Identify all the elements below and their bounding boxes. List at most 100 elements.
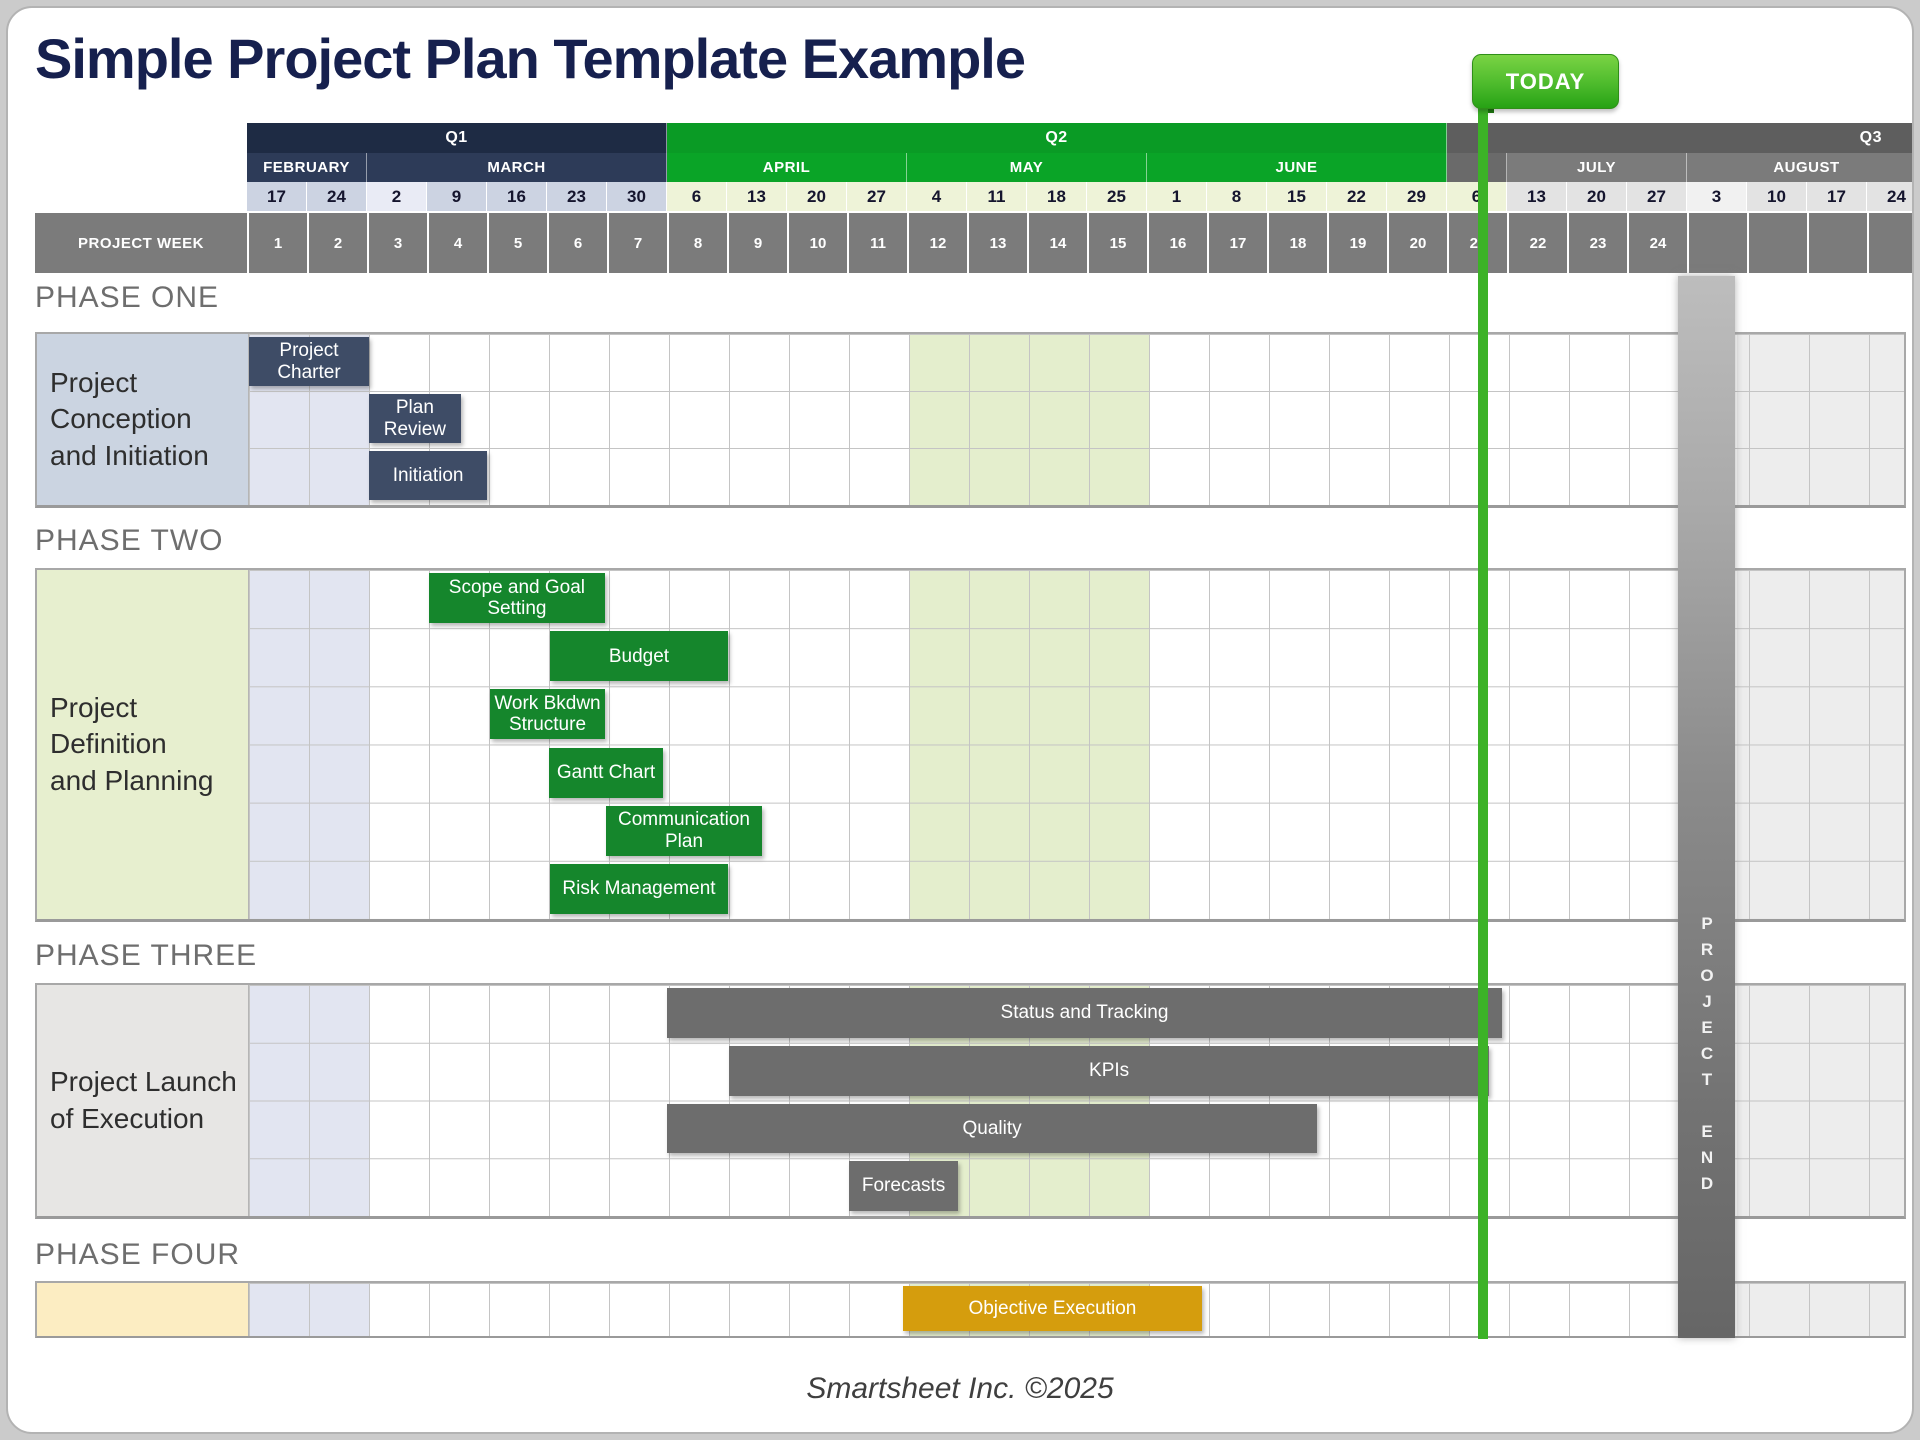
week-cell (1687, 213, 1747, 273)
august-shading (1737, 1283, 1904, 1336)
quarter-cell-Q3: Q3 (1447, 123, 1912, 153)
phase-two-heading: PHASE TWO (35, 524, 224, 557)
february-shading (249, 985, 369, 1216)
task-label: Objective Execution (968, 1297, 1137, 1319)
task-label: Gantt Chart (556, 761, 656, 783)
month-cell-JULY: JULY (1507, 153, 1687, 182)
phase-one-label: Project Conception and Initiation (37, 334, 249, 505)
task-label: Forecasts (861, 1175, 946, 1197)
task-bar: Status and Tracking (667, 988, 1502, 1038)
week-cell (1807, 213, 1867, 273)
week-cell: 6 (547, 213, 607, 273)
task-bar: Risk Management (550, 863, 728, 914)
date-cell: 27 (847, 182, 907, 211)
week-cell: 14 (1027, 213, 1087, 273)
week-cell: 7 (607, 213, 667, 273)
week-cell: 22 (1507, 213, 1567, 273)
quarter-cell-Q2: Q2 (667, 123, 1447, 153)
project-end-label: PROJECT END (1697, 914, 1717, 1200)
week-cell: 17 (1207, 213, 1267, 273)
month-cell-MAY: MAY (907, 153, 1147, 182)
footer-credit: Smartsheet Inc. ©2025 (806, 1372, 1114, 1405)
date-cell: 10 (1747, 182, 1807, 211)
week-cell: 9 (727, 213, 787, 273)
date-cell: 11 (967, 182, 1027, 211)
phase-four-label (37, 1283, 249, 1336)
task-label: Communication Plan (618, 809, 750, 852)
week-cell: 20 (1387, 213, 1447, 273)
february-shading (249, 1283, 369, 1336)
date-cell: 6 (1447, 182, 1507, 211)
date-cell: 18 (1027, 182, 1087, 211)
date-cell: 20 (1567, 182, 1627, 211)
task-label: Project Charter (277, 340, 341, 383)
date-cell: 13 (1507, 182, 1567, 211)
task-bar: Project Charter (249, 337, 369, 386)
date-cell: 29 (1387, 182, 1447, 211)
phase-four-table: Objective Execution (35, 1281, 1906, 1338)
date-cell: 23 (547, 182, 607, 211)
date-cell: 15 (1267, 182, 1327, 211)
task-label: Quality (962, 1117, 1022, 1139)
date-cell: 22 (1327, 182, 1387, 211)
phase-three-heading: PHASE THREE (35, 939, 258, 972)
task-label: Initiation (392, 464, 464, 486)
week-cell: 12 (907, 213, 967, 273)
phase-one-table: Project Conception and Initiation Projec… (35, 332, 1906, 508)
phase-three-table: Project Launch of Execution Status and T… (35, 983, 1906, 1219)
week-cell: 1 (247, 213, 307, 273)
date-cell: 16 (487, 182, 547, 211)
date-cell: 24 (1867, 182, 1912, 211)
week-cell: 2 (307, 213, 367, 273)
task-label: KPIs (1089, 1059, 1130, 1081)
month-cell-FEBRUARY: FEBRUARY (247, 153, 367, 182)
task-bar: Initiation (369, 451, 488, 500)
date-cell: 25 (1087, 182, 1147, 211)
august-shading (1737, 570, 1904, 919)
may-shading (909, 570, 1149, 919)
phase-four-heading: PHASE FOUR (35, 1238, 241, 1271)
month-cell-MARCH: MARCH (367, 153, 667, 182)
task-bar: Forecasts (849, 1161, 959, 1211)
date-cell: 4 (907, 182, 967, 211)
month-cell-blank (1447, 153, 1507, 182)
task-label: Status and Tracking (1000, 1002, 1169, 1024)
page-title: Simple Project Plan Template Example (35, 27, 1026, 90)
task-bar: Scope and Goal Setting (429, 573, 605, 624)
project-week-label: PROJECT WEEK (35, 213, 247, 273)
week-cell: 19 (1327, 213, 1387, 273)
week-cell: 18 (1267, 213, 1327, 273)
date-cell: 1 (1147, 182, 1207, 211)
project-end-bar: PROJECT END (1678, 276, 1735, 1338)
date-cell: 27 (1627, 182, 1687, 211)
week-cell: 4 (427, 213, 487, 273)
date-cell: 20 (787, 182, 847, 211)
task-bar: Quality (667, 1103, 1317, 1154)
week-cell: 15 (1087, 213, 1147, 273)
week-cell: 8 (667, 213, 727, 273)
task-label: Scope and Goal Setting (448, 576, 586, 620)
date-cell: 9 (427, 182, 487, 211)
week-cell: 16 (1147, 213, 1207, 273)
date-cell: 24 (307, 182, 367, 211)
task-bar: Plan Review (369, 394, 461, 443)
week-cell (1867, 213, 1912, 273)
week-cell: 13 (967, 213, 1027, 273)
week-cell (1747, 213, 1807, 273)
task-bar: Communication Plan (606, 805, 762, 856)
today-flag: TODAY (1472, 54, 1619, 109)
month-cell-AUGUST: AUGUST (1687, 153, 1912, 182)
week-cell: 21 (1447, 213, 1507, 273)
task-bar: Work Bkdwn Structure (490, 689, 605, 740)
date-cell: 8 (1207, 182, 1267, 211)
phase-four-grid: Objective Execution (249, 1283, 1904, 1336)
date-cell: 17 (247, 182, 307, 211)
phase-two-label: Project Definition and Planning (37, 570, 249, 919)
